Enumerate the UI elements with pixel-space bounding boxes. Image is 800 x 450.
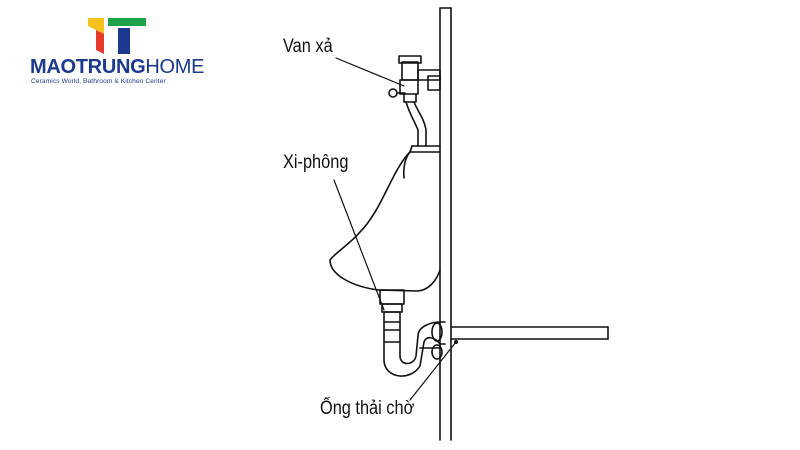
flush-valve [388,55,441,147]
label-flush-valve: Van xả [283,36,333,57]
brand-name: MAOTRUNGHOME [30,56,205,78]
brand-logo[interactable]: MAOTRUNGHOME Ceramics World, Bathroom & … [30,16,210,86]
brand-tagline: Ceramics World, Bathroom & Kitchen Cente… [31,78,166,85]
logo-mark-icon [88,18,146,54]
waste-pipe [431,321,609,360]
label-waste-pipe: Ống thải chờ [320,398,415,419]
siphon-trap [379,289,441,377]
label-siphon: Xi-phông [283,152,349,173]
callout-leaders [333,57,457,401]
wall [439,7,452,441]
